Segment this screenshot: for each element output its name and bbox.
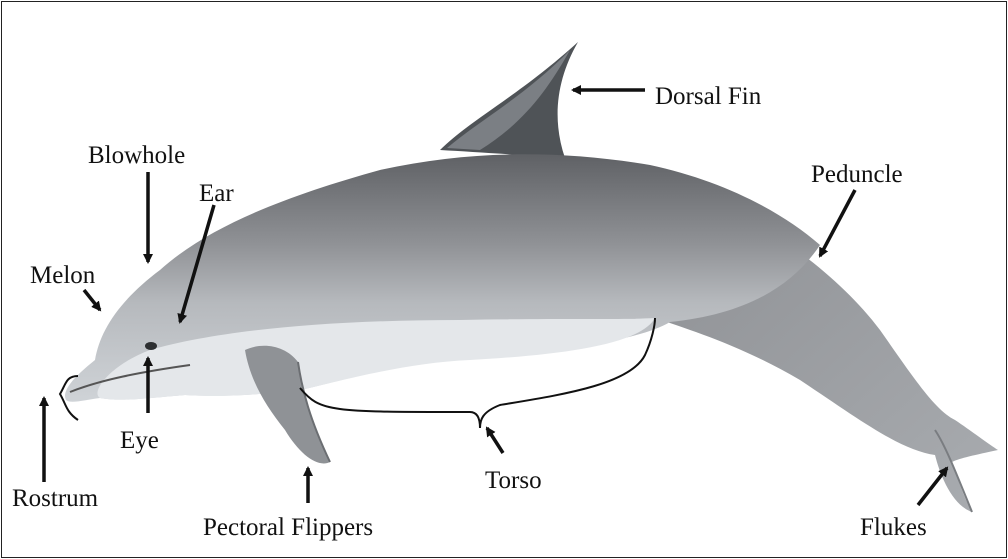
torso-arrow: [487, 428, 503, 453]
eye-shape: [145, 342, 157, 350]
label-torso: Torso: [485, 468, 542, 493]
label-dorsal-fin: Dorsal Fin: [655, 84, 761, 109]
label-flukes: Flukes: [860, 515, 927, 540]
label-eye: Eye: [120, 428, 159, 453]
label-blowhole: Blowhole: [88, 143, 185, 168]
peduncle-arrow: [820, 190, 855, 256]
flukes-arrow: [918, 468, 947, 505]
label-melon: Melon: [30, 263, 95, 288]
label-rostrum: Rostrum: [12, 486, 98, 511]
label-ear: Ear: [199, 181, 234, 206]
label-peduncle: Peduncle: [811, 162, 903, 187]
label-pectoral-flippers: Pectoral Flippers: [203, 515, 373, 540]
melon-arrow: [84, 290, 100, 310]
